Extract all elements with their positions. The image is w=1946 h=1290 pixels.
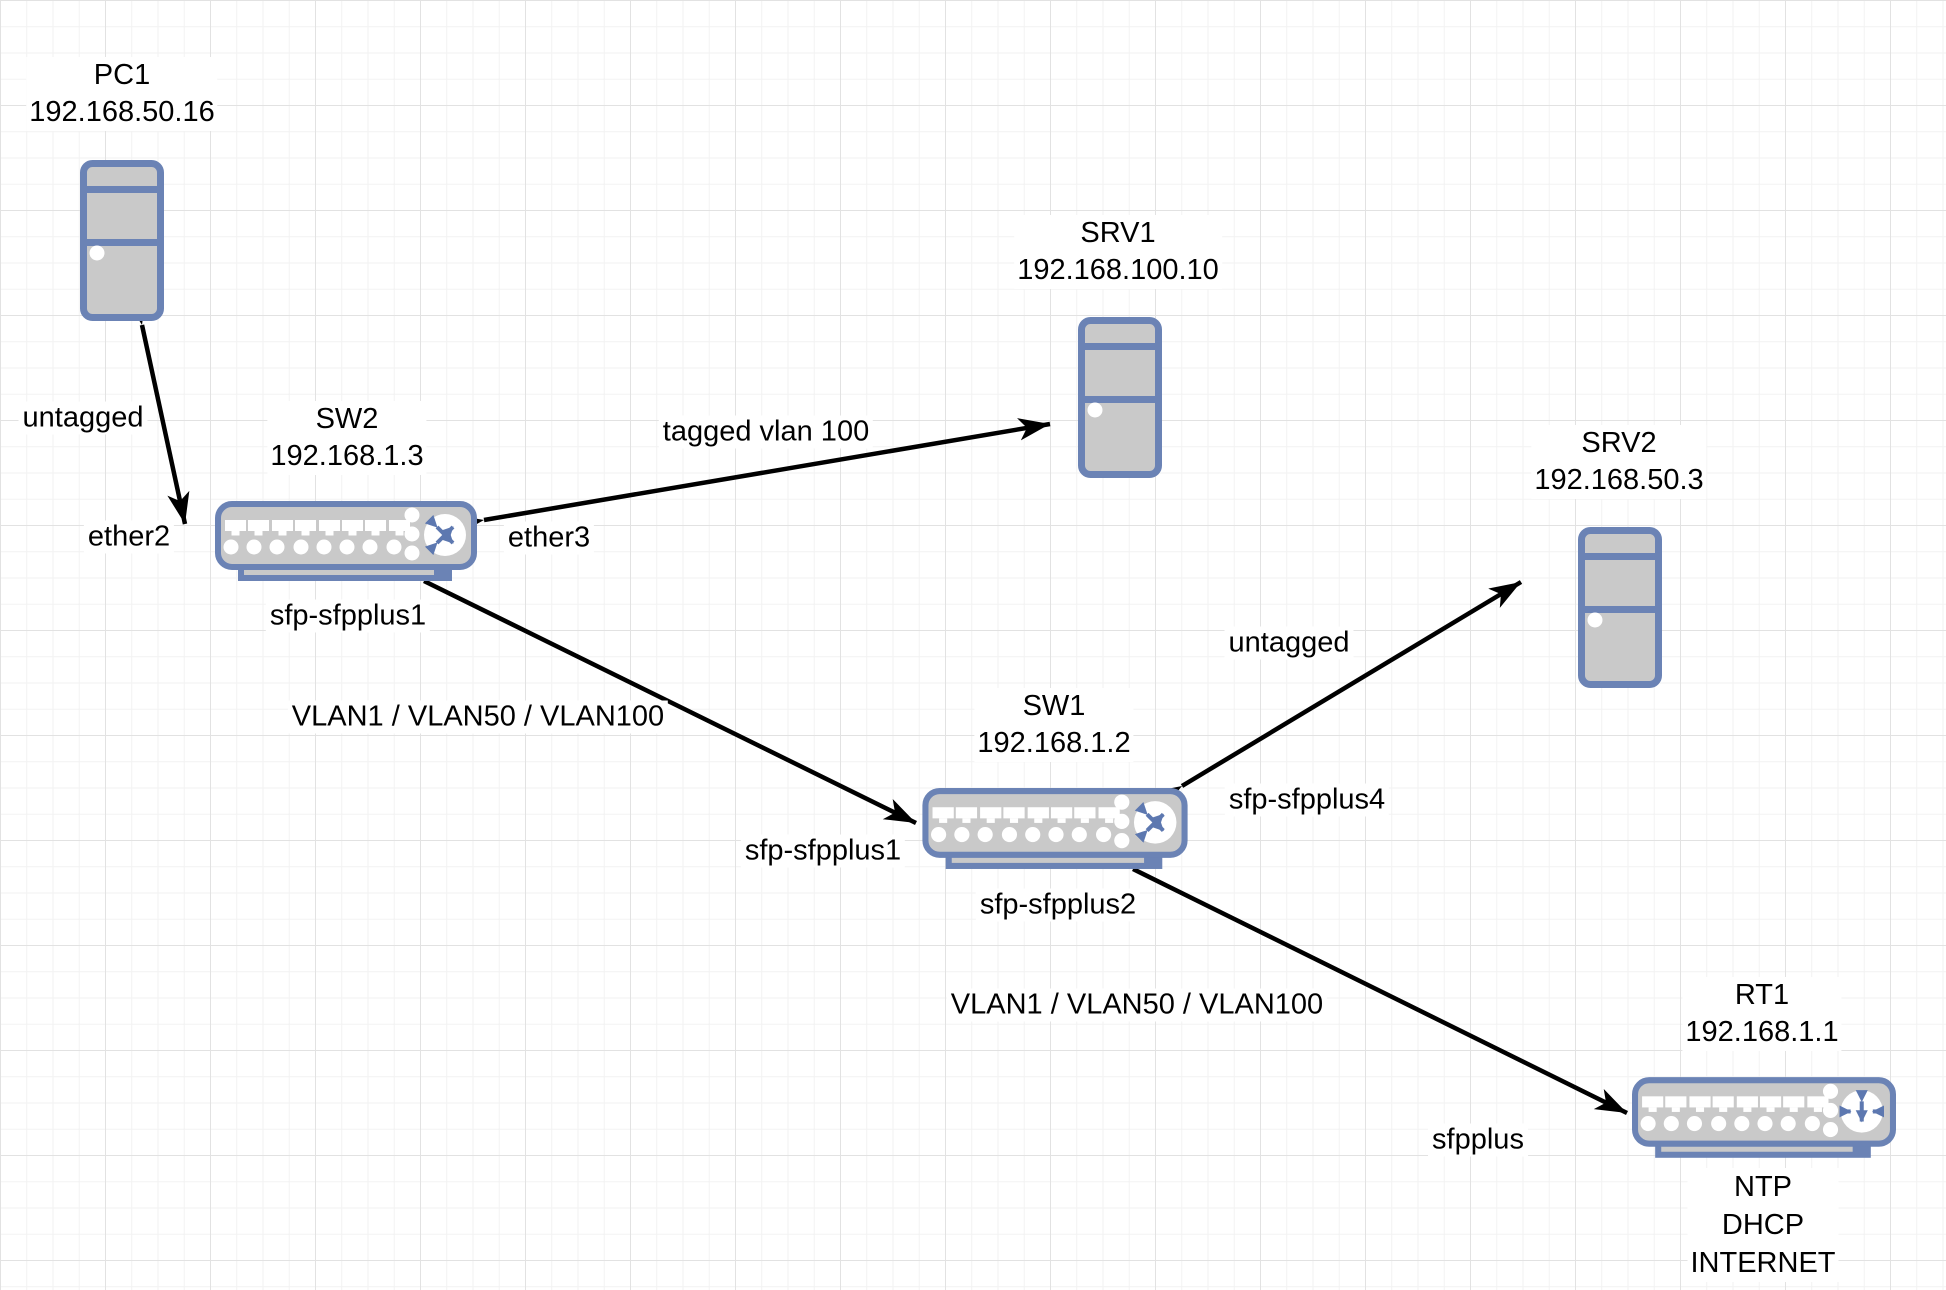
port-label-sw2-sfp-sfpplus1[interactable]: sfp-sfpplus1 (265, 599, 431, 633)
edge-label-vlans-sw2-sw1[interactable]: VLAN1 / VLAN50 / VLAN100 (287, 700, 669, 734)
node-ip: 192.168.50.3 (1534, 464, 1704, 496)
router-glyph (1632, 1077, 1896, 1158)
rt1-services-label[interactable]: NTP DHCP INTERNET (1687, 1168, 1839, 1282)
edge-sw2-srv1[interactable] (451, 418, 1051, 537)
power-led (89, 245, 105, 261)
switch-emblem-icon (424, 514, 466, 556)
port-jacks (932, 807, 1120, 823)
edge-label-vlans-sw1-rt1[interactable]: VLAN1 / VLAN50 / VLAN100 (946, 988, 1328, 1022)
node-label-pc1[interactable]: PC1 192.168.50.16 (26, 57, 218, 131)
port-label-sw1-sfp-sfpplus1[interactable]: sfp-sfpplus1 (740, 834, 906, 868)
edge-label-tagged-vlan-100[interactable]: tagged vlan 100 (658, 415, 874, 449)
power-led (1587, 612, 1603, 628)
service-internet: INTERNET (1690, 1247, 1836, 1279)
edge-sw2-sw1[interactable] (423, 578, 917, 826)
port-leds (223, 507, 420, 561)
node-ip: 192.168.50.16 (29, 96, 215, 128)
router-emblem-icon (1839, 1090, 1885, 1133)
edge-pc1-sw2[interactable] (124, 291, 190, 525)
port-leds (931, 794, 1130, 849)
node-label-srv1[interactable]: SRV1 192.168.100.10 (1014, 215, 1222, 289)
service-dhcp: DHCP (1721, 1209, 1805, 1241)
switch-emblem-icon (1133, 801, 1177, 844)
port-label-sfp-sfpplus4[interactable]: sfp-sfpplus4 (1224, 783, 1390, 817)
sw2-switch-icon[interactable] (215, 501, 477, 588)
edge-sw1-rt1[interactable] (1132, 866, 1628, 1116)
edge-sw1-srv2[interactable] (1149, 580, 1523, 812)
node-name: PC1 (93, 59, 151, 91)
edge-label-untagged-srv2[interactable]: untagged (1224, 626, 1354, 660)
switch-glyph (922, 788, 1188, 869)
power-led (1087, 402, 1103, 418)
port-jacks (1642, 1096, 1829, 1112)
rt1-router-icon[interactable] (1632, 1077, 1896, 1165)
node-label-rt1[interactable]: RT1 192.168.1.1 (1682, 977, 1842, 1051)
node-ip: 192.168.1.1 (1685, 1016, 1839, 1048)
pc1-tower-icon[interactable] (80, 160, 164, 326)
node-label-sw1[interactable]: SW1 192.168.1.2 (974, 688, 1134, 762)
server-tower-glyph (1078, 317, 1162, 478)
port-label-sfp-sfpplus2[interactable]: sfp-sfpplus2 (975, 888, 1141, 922)
port-leds (1640, 1083, 1839, 1138)
sw1-switch-icon[interactable] (922, 788, 1188, 876)
node-name: RT1 (1734, 979, 1790, 1011)
service-ntp: NTP (1734, 1171, 1792, 1203)
node-name: SRV2 (1581, 427, 1657, 459)
node-label-srv2[interactable]: SRV2 192.168.50.3 (1531, 425, 1707, 499)
node-name: SW1 (1022, 690, 1086, 722)
srv1-tower-icon[interactable] (1078, 317, 1162, 483)
node-name: SW2 (315, 403, 379, 435)
node-ip: 192.168.100.10 (1017, 254, 1219, 286)
port-label-ether3[interactable]: ether3 (503, 521, 595, 555)
edge-label-untagged-pc1[interactable]: untagged (18, 401, 148, 435)
server-tower-glyph (1578, 527, 1662, 688)
port-label-sfpplus[interactable]: sfpplus (1428, 1123, 1528, 1157)
srv2-tower-icon[interactable] (1578, 527, 1662, 693)
node-ip: 192.168.1.3 (270, 440, 424, 472)
node-name: SRV1 (1080, 217, 1156, 249)
port-jacks (225, 520, 410, 536)
server-tower-glyph (80, 160, 164, 321)
switch-glyph (215, 501, 477, 581)
node-label-sw2[interactable]: SW2 192.168.1.3 (267, 401, 427, 475)
port-label-ether2[interactable]: ether2 (83, 520, 175, 554)
node-ip: 192.168.1.2 (977, 727, 1131, 759)
